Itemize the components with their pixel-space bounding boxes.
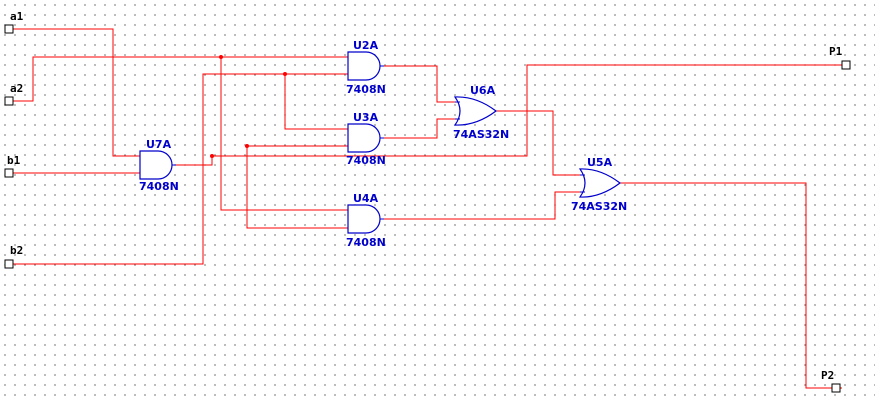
wire-a2[interactable] (13, 56, 348, 211)
and-gate-icon[interactable] (347, 204, 381, 234)
port-p2[interactable]: P2 (821, 369, 841, 393)
port-b1-terminal[interactable] (4, 168, 14, 178)
and-gate-icon[interactable] (347, 123, 381, 153)
gate-u3a-part: 7408N (346, 154, 386, 167)
port-a1[interactable]: a1 (4, 10, 24, 34)
output-ports: P1 P2 (821, 45, 851, 393)
port-a1-terminal[interactable] (4, 24, 14, 34)
junction-dot (219, 55, 223, 59)
port-b2[interactable]: b2 (4, 244, 23, 269)
junction-dot (210, 154, 214, 158)
wire-u2a-out[interactable] (384, 65, 458, 103)
wire-b2-u3a[interactable] (284, 74, 348, 130)
gate-u6a-part: 74AS32N (453, 128, 509, 141)
or-gate-icon[interactable] (453, 96, 498, 126)
wire-u6a-out[interactable] (496, 110, 583, 176)
wire-u7a-out[interactable] (176, 64, 842, 166)
port-a2-label: a2 (10, 82, 23, 95)
port-a2-terminal[interactable] (4, 96, 14, 106)
gate-u2a[interactable]: U2A 7408N (346, 39, 386, 96)
wire-u4a-out[interactable] (384, 191, 583, 220)
wire-u4a-in2[interactable] (246, 146, 348, 229)
gate-u2a-part: 7408N (346, 83, 386, 96)
gate-u3a[interactable]: U3A 7408N (346, 111, 386, 167)
gate-u4a-ref: U4A (353, 192, 379, 205)
junction-dot (283, 72, 287, 76)
port-b2-label: b2 (10, 244, 23, 257)
port-p2-label: P2 (821, 369, 834, 382)
port-a2[interactable]: a2 (4, 82, 23, 106)
or-gate-icon[interactable] (578, 168, 622, 198)
gate-u5a-ref: U5A (587, 156, 613, 169)
wire-a1[interactable] (13, 28, 140, 157)
gate-u7a-ref: U7A (146, 138, 172, 151)
gate-u5a-part: 74AS32N (571, 200, 627, 213)
input-ports: a1 a2 b1 b2 (4, 10, 24, 269)
port-b2-terminal[interactable] (4, 259, 14, 269)
wires (13, 28, 842, 389)
junctions (210, 55, 287, 158)
port-a1-label: a1 (10, 10, 24, 23)
port-p2-terminal[interactable] (831, 383, 841, 393)
wire-u3a-in2[interactable] (212, 145, 348, 157)
gate-u7a-part: 7408N (139, 180, 179, 193)
port-p1[interactable]: P1 (829, 45, 851, 70)
wire-u3a-out[interactable] (384, 118, 458, 139)
and-gate-icon[interactable] (347, 51, 381, 81)
gate-u4a-part: 7408N (346, 236, 386, 249)
and-gate-icon[interactable] (139, 150, 173, 180)
junction-dot (245, 144, 249, 148)
wire-b2[interactable] (13, 73, 348, 265)
gate-u5a[interactable]: U5A 74AS32N (571, 156, 627, 213)
port-b1[interactable]: b1 (4, 154, 21, 178)
port-b1-label: b1 (7, 154, 21, 167)
wire-u5a-out[interactable] (620, 182, 842, 389)
gate-u2a-ref: U2A (353, 39, 379, 52)
gate-u7a[interactable]: U7A 7408N (139, 138, 179, 193)
gate-u3a-ref: U3A (353, 111, 379, 124)
gate-u6a[interactable]: U6A 74AS32N (453, 84, 509, 141)
port-p1-terminal[interactable] (841, 60, 851, 70)
port-p1-label: P1 (829, 45, 843, 58)
gate-u6a-ref: U6A (470, 84, 496, 97)
gate-u4a[interactable]: U4A 7408N (346, 192, 386, 249)
